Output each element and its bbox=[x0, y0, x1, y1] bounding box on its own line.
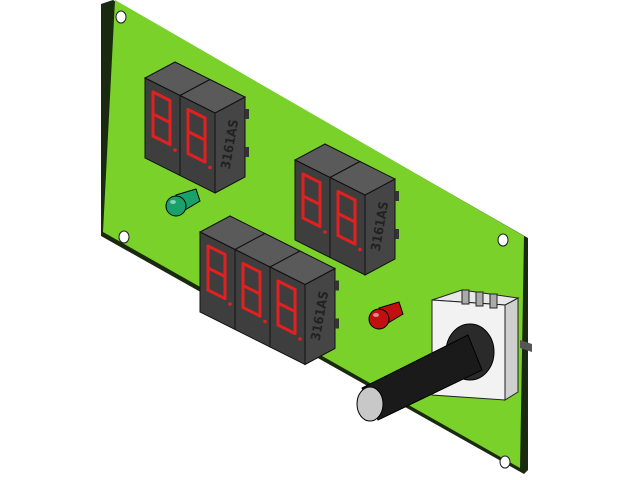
display-segment bbox=[241, 306, 262, 318]
display-digit-face bbox=[294, 159, 331, 259]
display-segment bbox=[186, 152, 207, 164]
display-segment bbox=[301, 216, 322, 228]
display-segment bbox=[241, 284, 262, 296]
display-pin bbox=[335, 318, 339, 329]
display-digit-face bbox=[329, 176, 366, 276]
seven-segment-display: 3161AS bbox=[198, 215, 339, 366]
pot-knob-end bbox=[356, 386, 384, 422]
display-segment bbox=[151, 134, 172, 146]
pot-terminal bbox=[475, 291, 484, 307]
display-pin bbox=[395, 191, 399, 201]
mounting-hole bbox=[499, 455, 511, 469]
leds bbox=[165, 188, 404, 330]
potentiometer bbox=[356, 289, 532, 422]
display-decimal-point bbox=[173, 148, 177, 152]
display-decimal-point bbox=[228, 302, 232, 306]
display-digit-face bbox=[269, 266, 306, 366]
display-segment bbox=[301, 172, 322, 184]
display-pin bbox=[245, 109, 249, 119]
display-segment bbox=[151, 90, 172, 102]
display-segment bbox=[276, 279, 297, 291]
seven-segment-display: 3161AS bbox=[293, 143, 399, 276]
mounting-hole bbox=[118, 230, 130, 244]
pot-body-side bbox=[504, 297, 519, 401]
mounting-hole bbox=[497, 233, 509, 247]
led-dome bbox=[368, 308, 390, 330]
display-segment bbox=[241, 262, 262, 274]
display-pin bbox=[335, 280, 339, 291]
green-led bbox=[165, 188, 201, 217]
display-digit-face bbox=[179, 94, 216, 194]
red-led bbox=[368, 301, 404, 330]
pot-terminal bbox=[489, 293, 498, 309]
display-decimal-point bbox=[298, 337, 302, 341]
display-segment bbox=[336, 212, 357, 224]
led-dome bbox=[165, 195, 187, 217]
pot-pin bbox=[520, 340, 532, 352]
display-segment bbox=[301, 194, 322, 206]
led-highlight bbox=[373, 313, 379, 317]
display-decimal-point bbox=[263, 319, 267, 324]
led-highlight bbox=[170, 200, 176, 204]
display-decimal-point bbox=[358, 247, 362, 252]
display-segment bbox=[276, 301, 297, 313]
pot-knob-shaft bbox=[361, 334, 483, 421]
display-digit-face bbox=[199, 231, 236, 331]
display-digit-face bbox=[234, 248, 271, 348]
display-pin bbox=[395, 229, 399, 239]
display-segment bbox=[206, 288, 227, 300]
display-segment bbox=[276, 323, 297, 335]
display-segment bbox=[336, 190, 357, 202]
mounting-hole bbox=[115, 10, 127, 24]
display-segment bbox=[186, 108, 207, 120]
display-decimal-point bbox=[208, 165, 212, 170]
display-segment bbox=[206, 266, 227, 278]
display-segment bbox=[336, 234, 357, 246]
display-segment bbox=[186, 130, 207, 142]
display-decimal-point bbox=[323, 230, 327, 234]
pot-terminal bbox=[461, 289, 470, 305]
display-pin bbox=[245, 147, 249, 157]
display-digit-face bbox=[144, 77, 181, 177]
display-segment bbox=[206, 244, 227, 256]
display-segment bbox=[151, 112, 172, 124]
seven-segment-display: 3161AS bbox=[143, 61, 249, 194]
